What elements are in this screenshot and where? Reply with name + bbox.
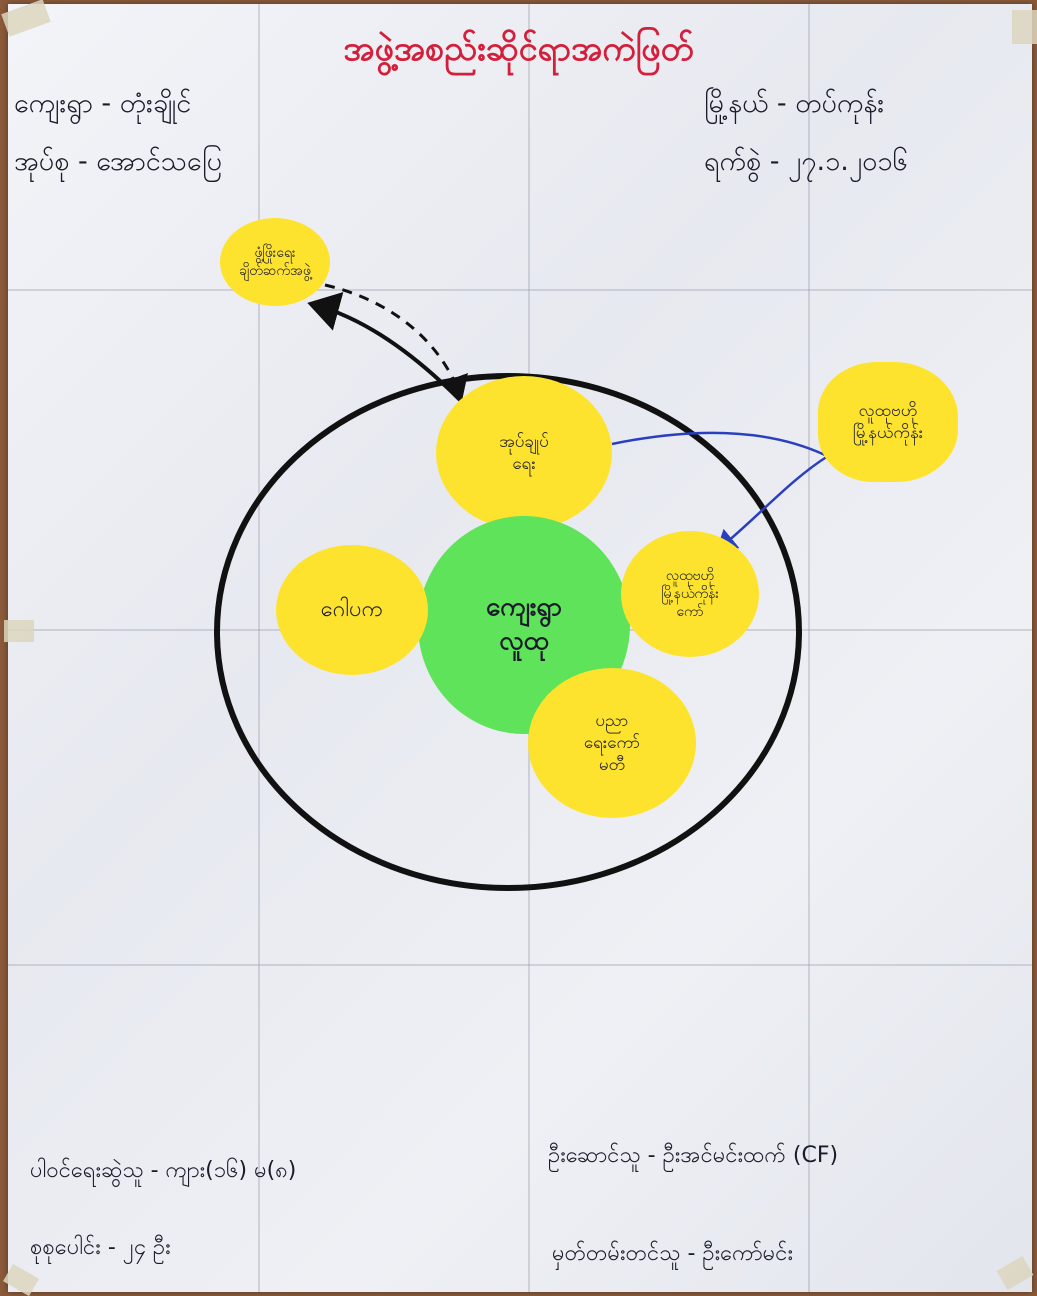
solid-arrow (307, 292, 462, 402)
township-label: မြို့နယ် - တပ်ကုန်း (704, 88, 885, 119)
tape (1012, 10, 1037, 44)
fold-line (258, 4, 260, 1292)
fold-line (8, 289, 1032, 291)
recorder-label: မှတ်တမ်းတင်သူ - ဦးကော်မင်း (552, 1241, 794, 1266)
village-label: ကျေးရွာ - တုံးချိုင် (14, 88, 192, 119)
village-tract-label: အုပ်စု - အောင်သပြေ (14, 146, 222, 177)
fold-line (8, 964, 1032, 966)
facilitator-label: ဦးဆောင်သူ - ဦးအင်မင်းထက် (CF) (548, 1143, 839, 1168)
gawpaka-sticker: ဂေါပက (276, 545, 428, 675)
community-committee-sticker: လူထုဗဟို မြို့နယ်ကိုန်း ကော် (621, 531, 759, 657)
boundary-circle (214, 373, 802, 891)
blue-link-line (611, 431, 826, 457)
external-org-sticker-right: လူထုဗဟို မြို့နယ်ကိုန်း (818, 362, 958, 482)
date-label: ရက်စွဲ - ၂၇.၁.၂၀၁၆ (704, 146, 908, 177)
participants-label: ပါဝင်ရေးဆွဲသူ - ကျား(၁၆) မ(၈) (30, 1158, 297, 1183)
admin-sticker: အုပ်ချုပ် ရေး (436, 376, 612, 530)
external-org-sticker: ဖွံ့ဖြိုးရေး ချိတ်ဆက်အဖွဲ့ (220, 218, 330, 306)
blue-link-arrow (716, 454, 829, 552)
tape (4, 620, 34, 642)
poster-title: အဖွဲ့အစည်းဆိုင်ရာအကဲဖြတ် (343, 29, 694, 69)
dashed-arrow (324, 283, 468, 401)
fold-line (808, 4, 810, 1292)
total-label: စုစုပေါင်း - ၂၄ ဦး (30, 1235, 171, 1260)
education-committee-sticker: ပညာ ရေးကော် မတီ (528, 668, 696, 818)
